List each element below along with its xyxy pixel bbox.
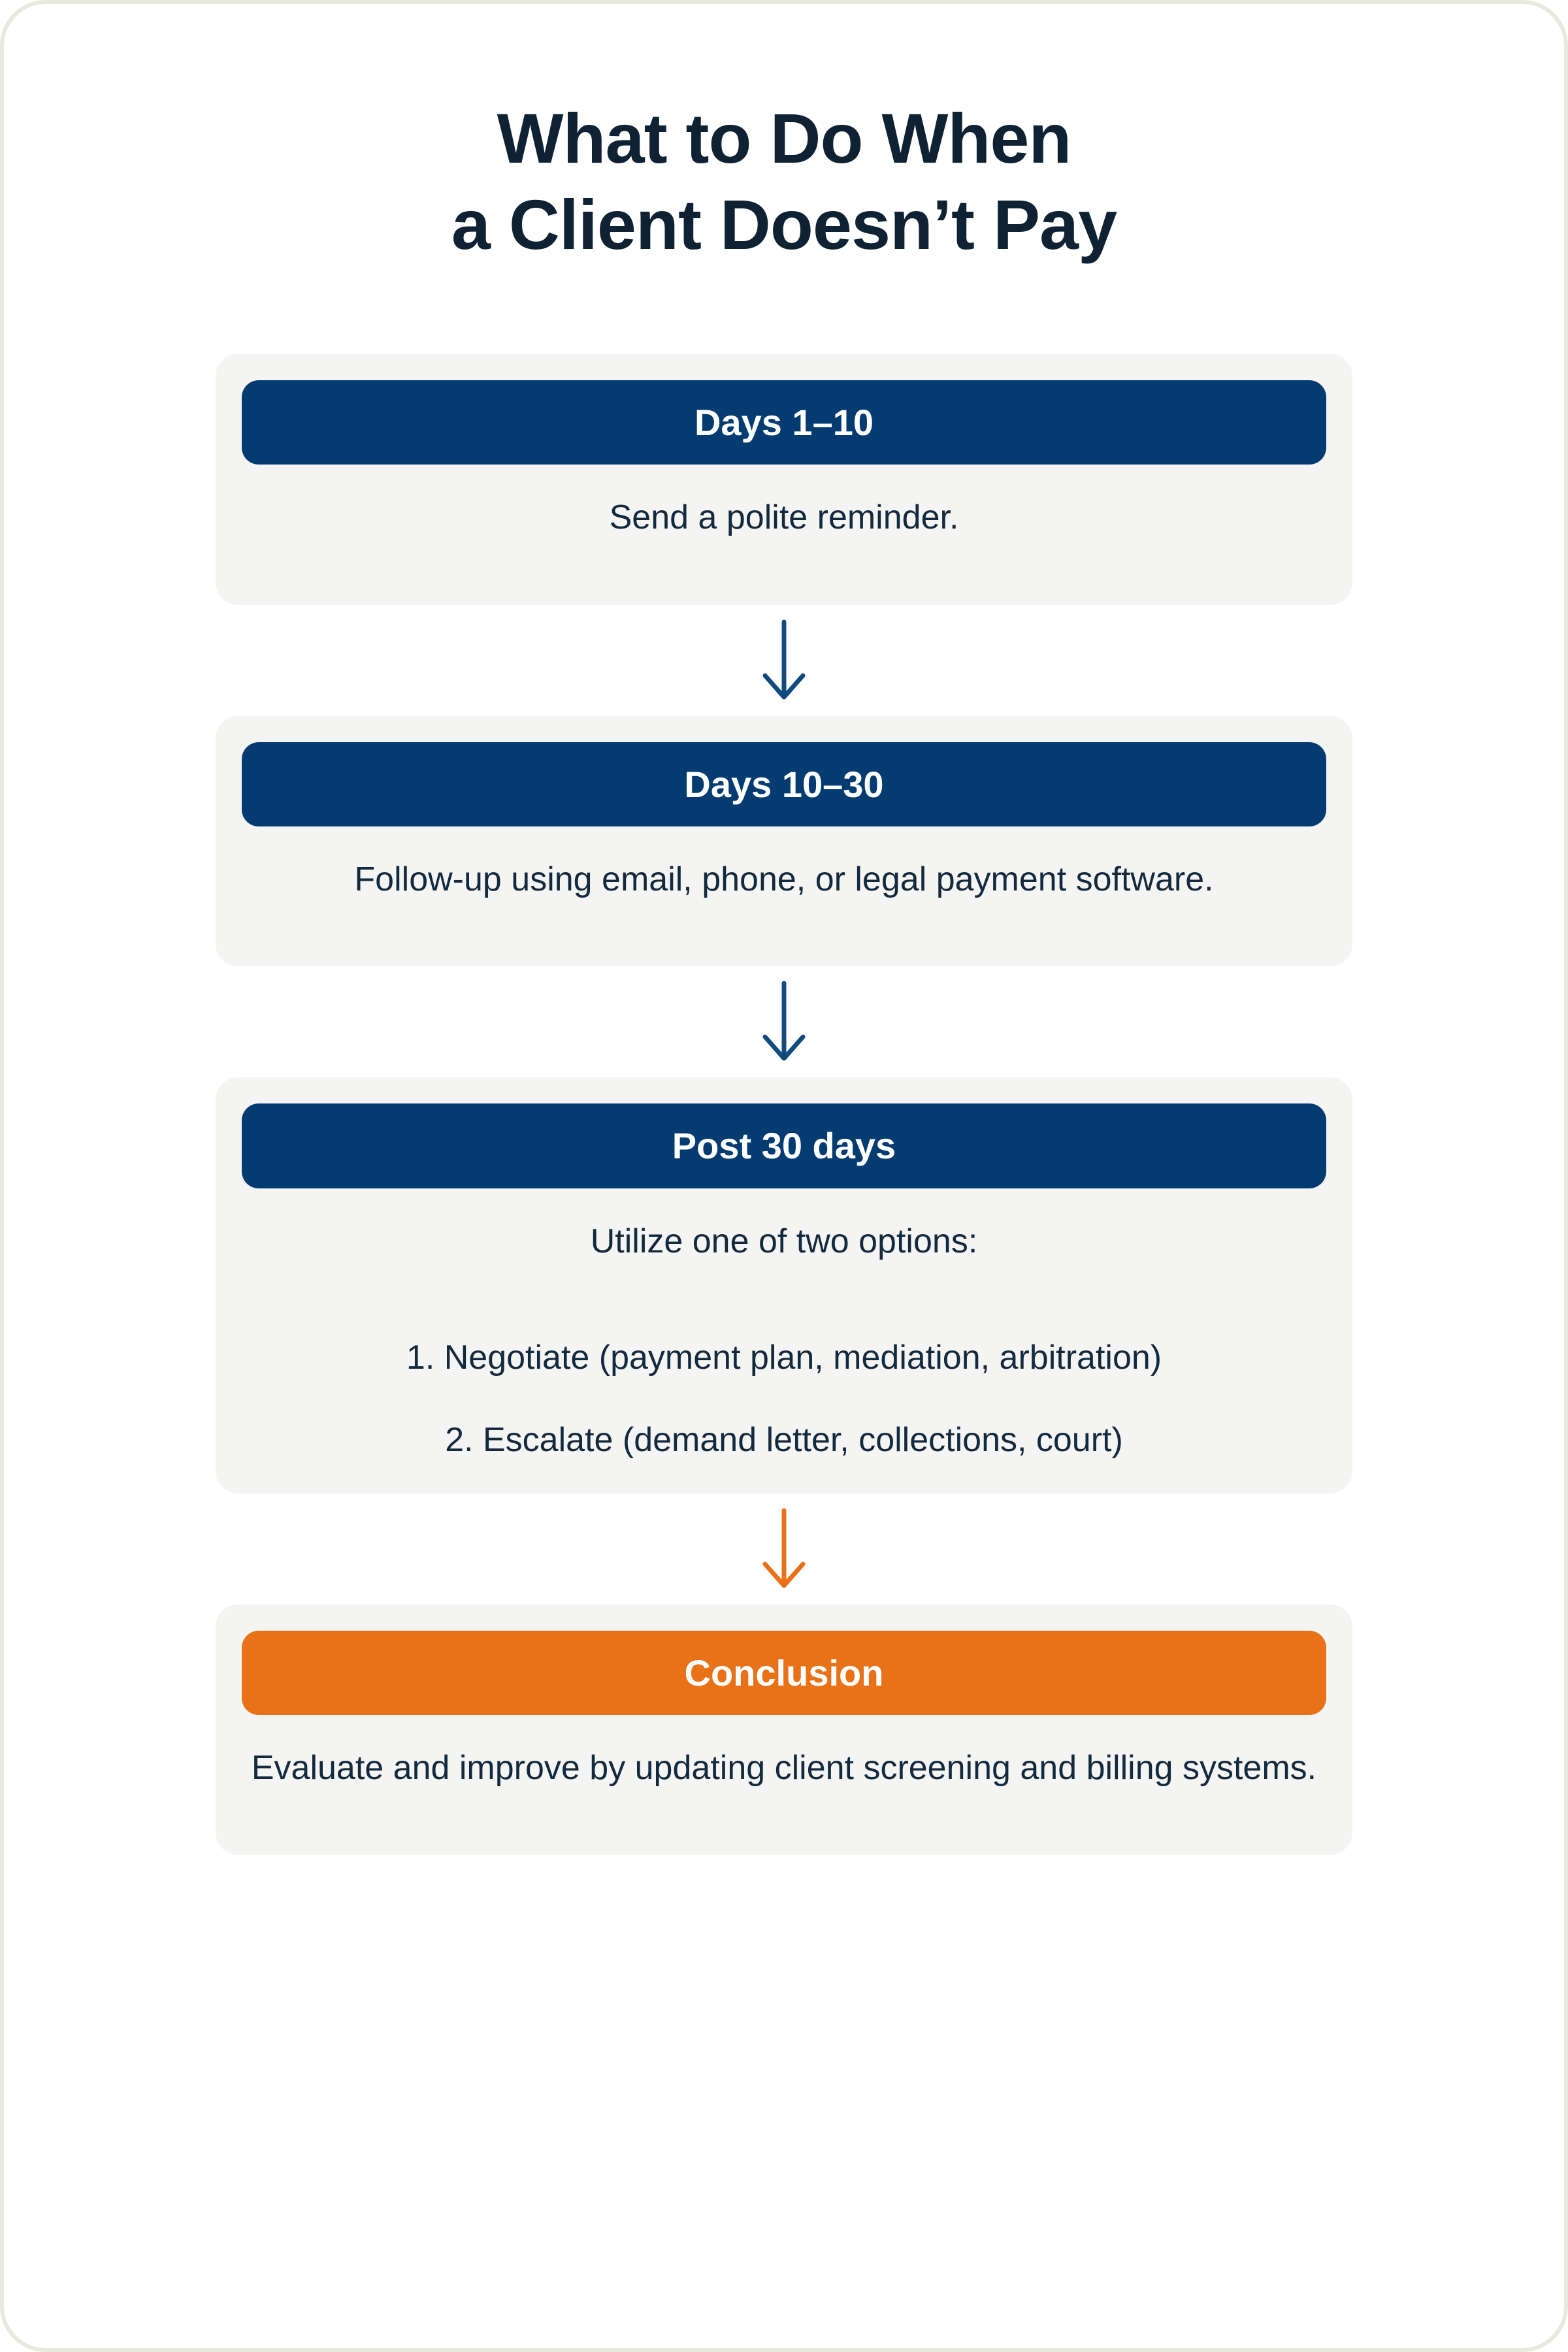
options-list: 1. Negotiate (payment plan, mediation, a…: [242, 1298, 1326, 1463]
step-header-days-10-30: Days 10–30: [242, 742, 1326, 827]
infographic-content: What to Do When a Client Doesn’t Pay Day…: [4, 4, 1564, 2348]
step-body-days-10-30: Follow-up using email, phone, or legal p…: [354, 860, 1214, 899]
step-card-days-1-10: Days 1–10 Send a polite reminder.: [216, 353, 1352, 605]
page-title-line-2: a Client Doesn’t Pay: [451, 184, 1117, 264]
connector-2: [755, 966, 813, 1077]
connector-3: [755, 1494, 813, 1605]
step-card-conclusion: Conclusion Evaluate and improve by updat…: [216, 1604, 1352, 1855]
step-lead-post-30-days: Utilize one of two options:: [590, 1222, 978, 1261]
step-header-post-30-days: Post 30 days: [242, 1103, 1326, 1189]
connector-1: [755, 605, 813, 716]
arrow-down-icon: [755, 1507, 813, 1592]
list-item: 1. Negotiate (payment plan, mediation, a…: [406, 1339, 1162, 1377]
arrow-down-icon: [755, 979, 813, 1064]
arrow-down-icon: [755, 618, 813, 703]
list-item: 2. Escalate (demand letter, collections,…: [445, 1421, 1123, 1460]
page-title-line-1: What to Do When: [497, 99, 1072, 178]
step-card-post-30-days: Post 30 days Utilize one of two options:…: [216, 1077, 1352, 1494]
step-body-days-1-10: Send a polite reminder.: [609, 498, 959, 537]
step-card-days-10-30: Days 10–30 Follow-up using email, phone,…: [216, 715, 1352, 967]
step-header-days-1-10: Days 1–10: [242, 380, 1326, 465]
step-body-conclusion: Evaluate and improve by updating client …: [251, 1749, 1317, 1788]
process-flow: Days 1–10 Send a polite reminder. Days 1…: [216, 353, 1352, 1855]
step-header-conclusion: Conclusion: [242, 1630, 1326, 1716]
page-title: What to Do When a Client Doesn’t Pay: [216, 95, 1352, 268]
